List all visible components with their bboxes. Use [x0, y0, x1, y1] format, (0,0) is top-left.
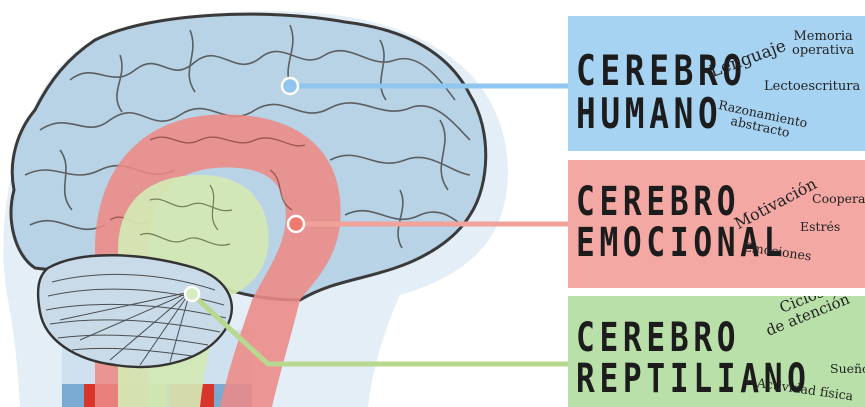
cerebellum [38, 255, 232, 367]
keyword-lenguaje: Lenguaje [708, 38, 789, 82]
keyword-razonamiento-abstracto: Razonamiento abstracto [715, 98, 809, 143]
keyword-memoria-operativa: Memoria operativa [792, 30, 854, 57]
keyword-estres: Estrés [800, 220, 840, 233]
keyword-cooperacion: Cooperación [812, 192, 865, 205]
keyword-sueno: Sueño [830, 362, 865, 375]
panel-cerebro-emocional: CEREBRO EMOCIONAL Motivación Cooperación… [568, 160, 865, 288]
keyword-lectoescritura: Lectoescritura [764, 80, 860, 94]
panel-cerebro-reptiliano: CEREBRO REPTILIANO Ciclos de atención Su… [568, 296, 865, 407]
panel-cerebro-humano: CEREBRO HUMANO Lenguaje Memoria operativ… [568, 16, 865, 151]
